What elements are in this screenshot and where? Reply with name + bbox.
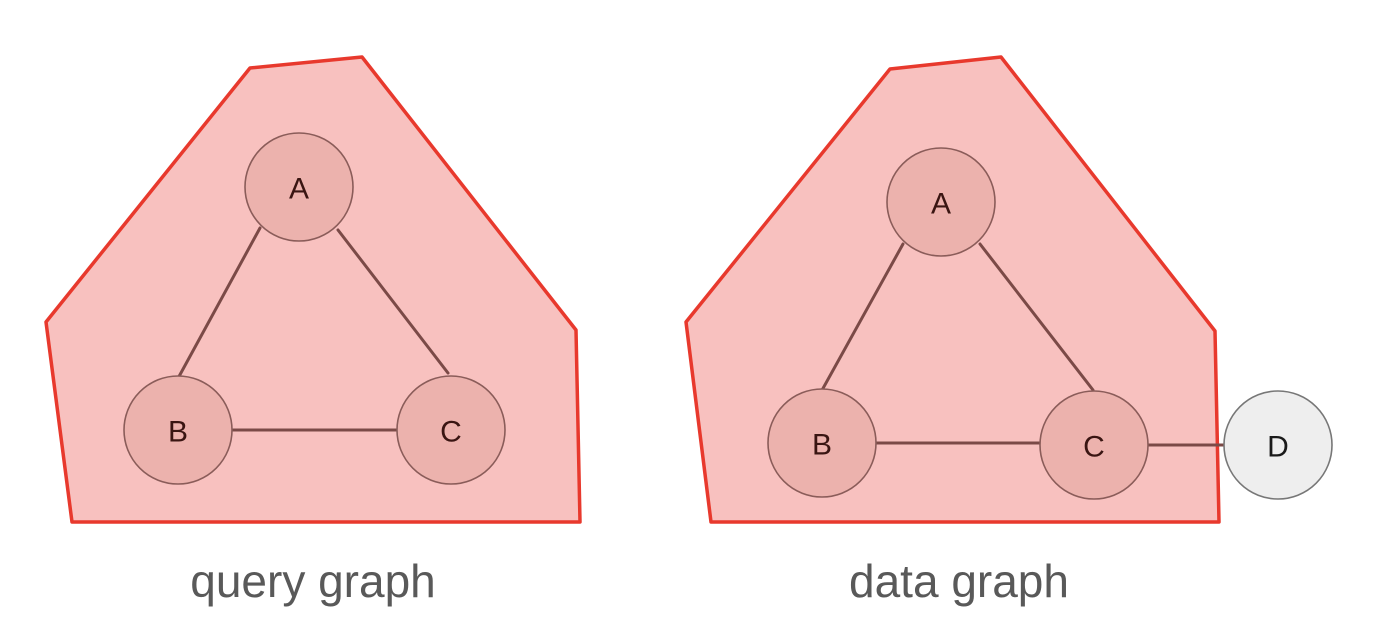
data-node-b-circle	[767, 388, 877, 498]
query-node-b-label: B	[168, 416, 188, 449]
data-node-c-label: C	[1083, 431, 1105, 464]
query-graph: A B C query graph	[44, 55, 582, 607]
data-graph-caption: data graph	[849, 555, 1069, 607]
data-node-a-label: A	[931, 188, 951, 221]
data-node-c-circle	[1039, 390, 1149, 500]
query-node-c-label: C	[440, 416, 462, 449]
data-node-c: C	[1039, 390, 1149, 500]
query-graph-caption: query graph	[190, 555, 436, 607]
data-graph: A B C D data graph	[684, 55, 1333, 607]
query-node-c-circle	[396, 375, 506, 485]
query-node-a-label: A	[289, 173, 309, 206]
query-node-b-circle	[123, 375, 233, 485]
query-node-a-circle	[244, 132, 354, 242]
query-node-b: B	[123, 375, 233, 485]
query-node-a: A	[244, 132, 354, 242]
data-node-a-circle	[886, 147, 996, 257]
data-node-d-circle	[1223, 390, 1333, 500]
query-edge-a-c	[336, 228, 450, 375]
data-node-b-label: B	[812, 429, 832, 462]
data-node-d-label: D	[1267, 431, 1289, 464]
query-edge-a-b	[174, 226, 262, 384]
data-node-d: D	[1223, 390, 1333, 500]
data-edge-a-b	[819, 242, 905, 394]
query-node-c: C	[396, 375, 506, 485]
data-node-b: B	[767, 388, 877, 498]
data-edge-a-c	[978, 242, 1095, 392]
data-node-a: A	[886, 147, 996, 257]
